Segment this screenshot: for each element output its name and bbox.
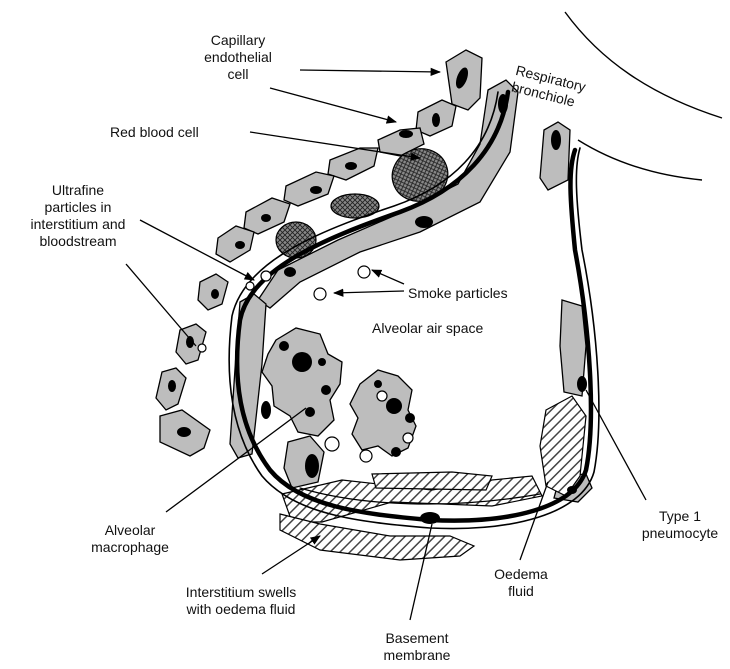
label-type-1-pneumocyte: Type 1 pneumocyte xyxy=(632,508,728,542)
label-alveolar-air-space: Alveolar air space xyxy=(372,320,522,337)
label-alveolar-macrophage: Alveolar macrophage xyxy=(80,522,180,556)
label-oedema-fluid: Oedema fluid xyxy=(476,566,566,600)
label-interstitium-swells: Interstitium swells with oedema fluid xyxy=(166,584,316,618)
label-basement-membrane: Basement membrane xyxy=(362,630,472,664)
label-capillary-endothelial-cell: Capillary endothelial cell xyxy=(188,32,288,83)
label-smoke-particles: Smoke particles xyxy=(408,285,548,302)
label-red-blood-cell: Red blood cell xyxy=(110,124,250,141)
label-ultrafine-particles: Ultrafine particles in interstitium and … xyxy=(8,182,148,250)
